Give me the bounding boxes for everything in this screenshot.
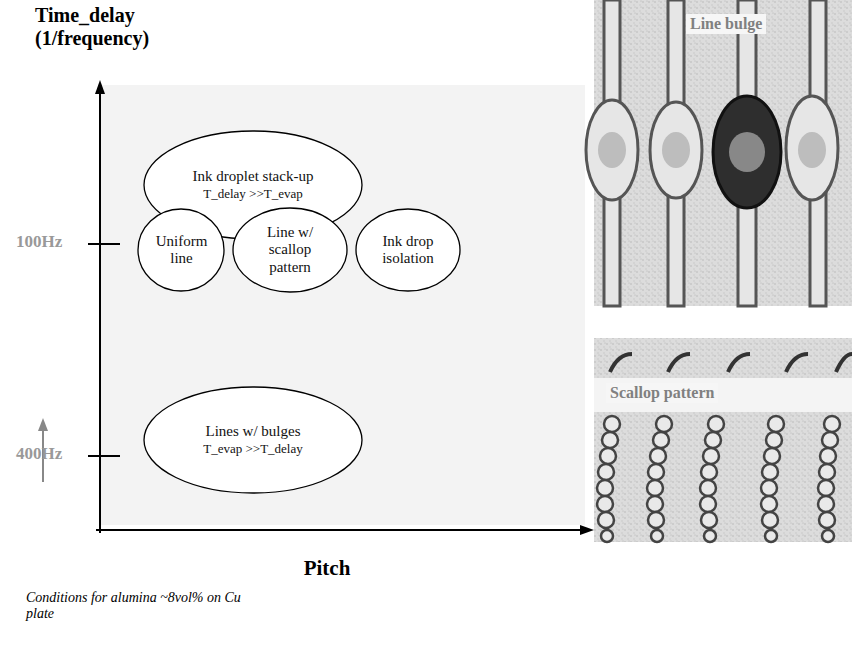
tick-label: 400Hz: [16, 444, 86, 464]
ellipse-outline: [137, 208, 225, 292]
regime-text: T_evap >>T_delay: [203, 442, 303, 457]
ellipse-outline: [143, 386, 363, 494]
line-bulge-photo: [586, 0, 852, 306]
tick-label: 100Hz: [16, 232, 86, 252]
ellipse-text-box: Uniform line: [150, 233, 213, 268]
regime-text: T_delay >>T_evap: [203, 187, 303, 202]
plot-panel: [100, 85, 585, 525]
regime-text: Uniform line: [150, 233, 213, 268]
scallop-photo: [594, 338, 852, 542]
regime-text: Lines w/ bulges: [206, 423, 301, 440]
condition-note: Conditions for alumina ~8vol% on Cu plat…: [26, 590, 241, 622]
ellipse-text-box: Line w/ scallop pattern: [248, 224, 332, 276]
photo-label: Scallop pattern: [606, 383, 718, 403]
axes: [88, 80, 594, 535]
ellipse-outline: [355, 208, 461, 292]
ellipse-text-box: Lines w/ bulgesT_evap >>T_delay: [174, 423, 332, 457]
axis-title: Time_delay (1/frequency): [35, 4, 185, 50]
regime-ellipse: Line w/ scallop pattern: [232, 207, 348, 293]
regime-ellipse: Lines w/ bulgesT_evap >>T_delay: [143, 386, 363, 494]
regime-text: Ink droplet stack-up: [193, 168, 314, 185]
ellipse-text-box: Ink droplet stack-upT_delay >>T_evap: [174, 168, 332, 202]
regime-ellipse: Ink drop isolation: [355, 208, 461, 292]
regime-ellipse: Uniform line: [137, 208, 225, 292]
axis-title: Pitch: [282, 556, 372, 580]
ellipse-text-box: Ink drop isolation: [370, 233, 446, 268]
regime-text: Line w/ scallop pattern: [248, 224, 332, 276]
photo-label: Line bulge: [686, 14, 766, 34]
regime-text: Ink drop isolation: [370, 233, 446, 268]
